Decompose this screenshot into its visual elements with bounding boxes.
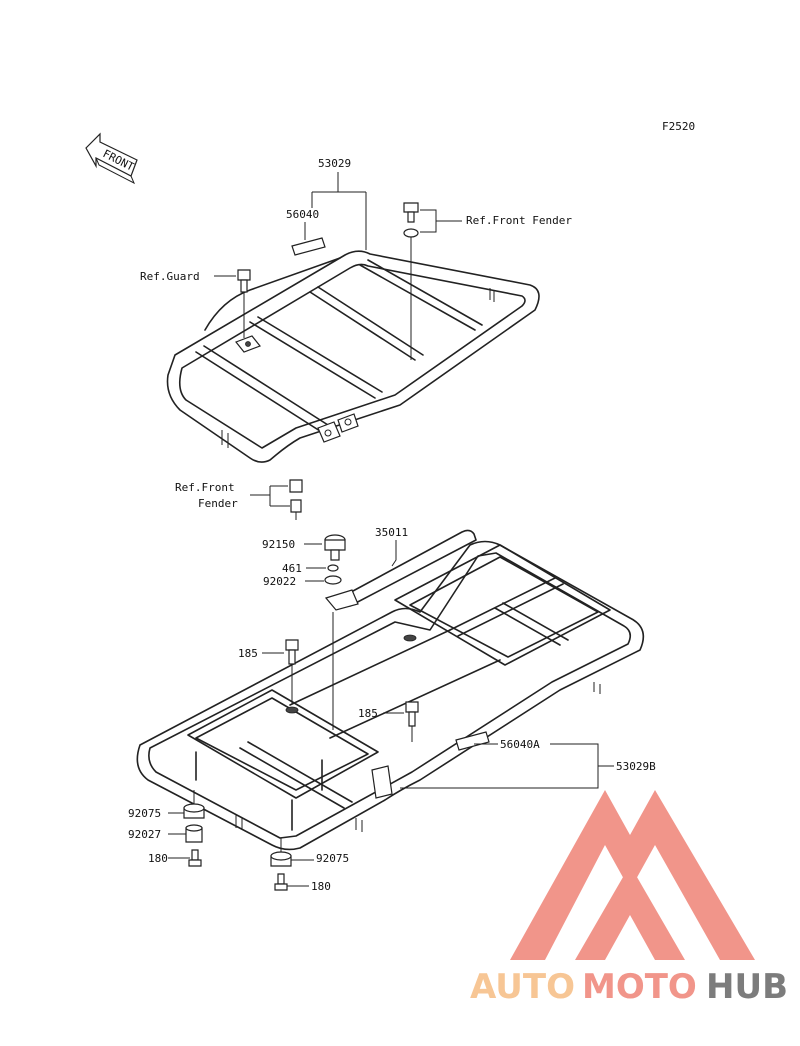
label-fender: Fender: [198, 497, 238, 510]
label-185-left: 185: [238, 647, 258, 660]
label-92075-bottom: 92075: [316, 852, 349, 865]
washer-92022-icon: [324, 575, 342, 585]
label-92022: 92022: [263, 575, 296, 588]
bolt-icon-guard: [237, 269, 251, 281]
bolt-icon: [403, 202, 419, 223]
rear-carrier-drawing: [136, 529, 645, 851]
front-arrow-icon: FRONT: [85, 132, 138, 185]
label-185-right: 185: [358, 707, 378, 720]
bolt-180-left-icon: [191, 849, 199, 861]
label-92075-left: 92075: [128, 807, 161, 820]
label-56040: 56040: [286, 208, 319, 221]
bolt-180-bottom-icon: [277, 873, 285, 885]
washer-icon: [403, 228, 419, 238]
label-ref-front-fender-upper: Ref.Front Fender: [466, 214, 572, 227]
front-carrier-drawing: [166, 202, 540, 463]
nut-icon: [289, 479, 303, 493]
label-180-left: 180: [148, 852, 168, 865]
label-92027: 92027: [128, 828, 161, 841]
label-decal-icon-lower: [455, 731, 490, 751]
label-decal-icon: [291, 237, 326, 256]
watermark-moto: MOTO: [582, 967, 697, 1007]
label-53029: 53029: [318, 157, 351, 170]
bolt-185-right-icon: [405, 701, 419, 713]
label-35011: 35011: [375, 526, 408, 539]
rear-hardware: [183, 479, 419, 891]
watermark-auto: AUTO: [470, 967, 575, 1007]
label-180-bottom: 180: [311, 880, 331, 893]
label-ref-front: Ref.Front: [175, 481, 235, 494]
label-ref-guard: Ref.Guard: [140, 270, 200, 283]
bolt-185-left-icon: [285, 639, 299, 651]
watermark-hub: HUB: [706, 967, 788, 1007]
leader-53029: [311, 172, 367, 250]
label-53029b: 53029B: [616, 760, 656, 773]
label-461: 461: [282, 562, 302, 575]
figure-code: F2520: [662, 120, 695, 133]
automotohub-logo: AUTO MOTO HUB: [470, 790, 788, 1007]
nut-461-icon: [327, 564, 339, 572]
bolt-icon-fender: [290, 499, 302, 513]
label-92150: 92150: [262, 538, 295, 551]
label-56040a: 56040A: [500, 738, 540, 751]
